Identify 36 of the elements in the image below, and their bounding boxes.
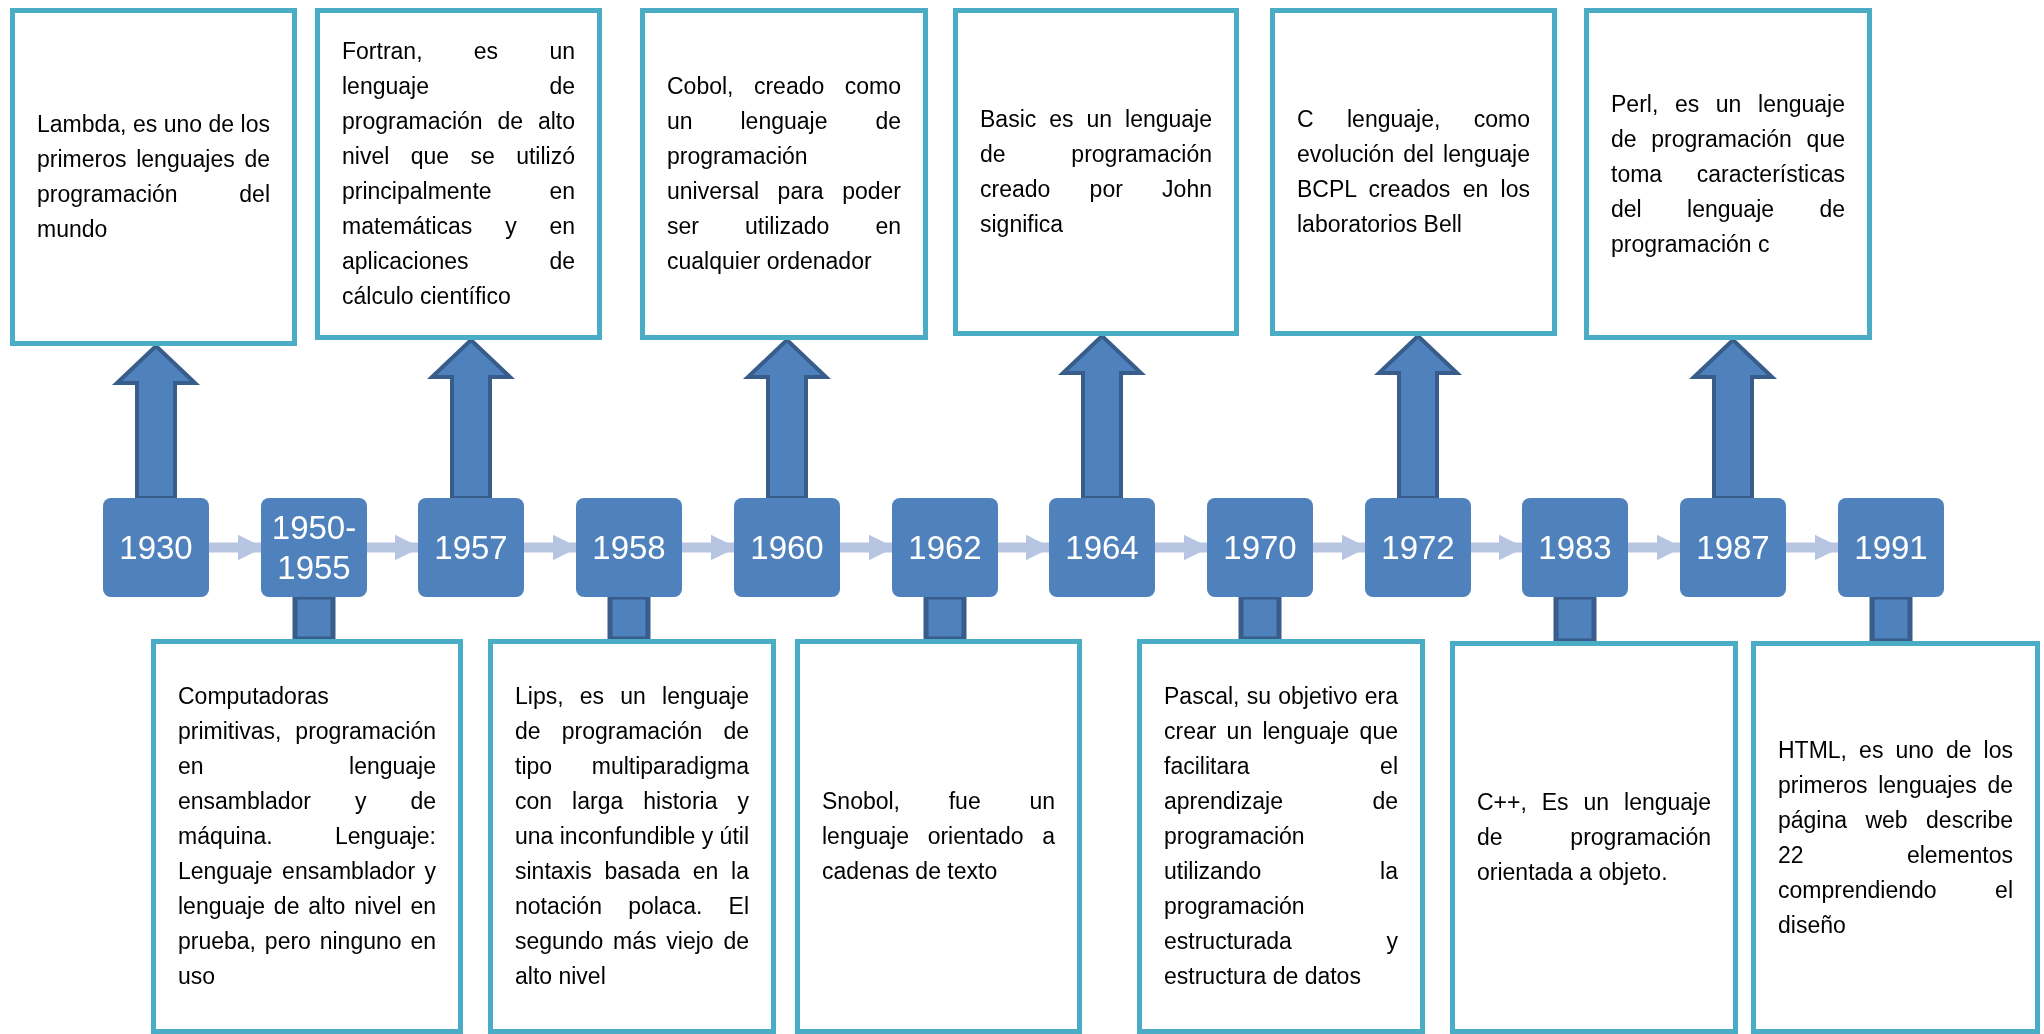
block-arrow bbox=[427, 337, 515, 500]
text-box: C++, Es un lenguaje de programación orientada a objeto. bbox=[1450, 641, 1738, 1034]
year-box: 1957 bbox=[418, 498, 524, 597]
year-box: 1991 bbox=[1838, 498, 1944, 597]
connector-bar bbox=[607, 594, 651, 642]
text-box: Perl, es un lenguaje de programación que toma características del lenguaje de programación c bbox=[1584, 8, 1872, 340]
year-box: 1958 bbox=[576, 498, 682, 597]
year-box: 1983 bbox=[1522, 498, 1628, 597]
text-box: Snobol, fue un lenguaje orientado a cadenas de texto bbox=[795, 639, 1082, 1034]
block-arrow bbox=[743, 337, 831, 500]
year-box: 1930 bbox=[103, 498, 209, 597]
block-arrow bbox=[1374, 333, 1462, 500]
text-box: Pascal, su objetivo era crear un lenguaje que facilitara el aprendizaje de programación utilizando la programación estructurada y estructura de datos bbox=[1137, 639, 1425, 1034]
text-box: HTML, es uno de los primeros lenguajes de página web describe 22 elementos comprendiendo el diseño bbox=[1751, 641, 2040, 1034]
text-box: Lips, es un lenguaje de programación de tipo multiparadigma con larga historia y una inconfundible y útil sintaxis basada en la notación polaca. El segundo más viejo de alto nivel bbox=[488, 639, 776, 1034]
year-box: 1964 bbox=[1049, 498, 1155, 597]
text-box: Basic es un lenguaje de programación creado por John significa bbox=[953, 8, 1239, 336]
year-box: 1970 bbox=[1207, 498, 1313, 597]
block-arrow bbox=[1058, 333, 1146, 500]
block-arrow bbox=[112, 343, 200, 500]
year-box: 1987 bbox=[1680, 498, 1786, 597]
text-box: Computadoras primitivas, programación en lenguaje ensamblador y de máquina. Lenguaje: Lenguaje ensamblador y lenguaje de alto nivel en prueba, pero ninguno en uso bbox=[151, 639, 463, 1034]
block-arrow bbox=[1689, 337, 1777, 500]
connector-bar bbox=[1553, 594, 1597, 644]
year-box: 1962 bbox=[892, 498, 998, 597]
text-box: Cobol, creado como un lenguaje de programación universal para poder ser utilizado en cualquier ordenador bbox=[640, 8, 928, 340]
connector-bar bbox=[1238, 594, 1282, 642]
text-box: C lenguaje, como evolución del lenguaje BCPL creados en los laboratorios Bell bbox=[1270, 8, 1557, 336]
connector-bar bbox=[292, 594, 336, 642]
year-box: 1972 bbox=[1365, 498, 1471, 597]
text-box: Fortran, es un lenguaje de programación de alto nivel que se utilizó principalmente en matemáticas y en aplicaciones de cálculo científico bbox=[315, 8, 602, 340]
year-box: 1950-1955 bbox=[261, 498, 367, 597]
year-box: 1960 bbox=[734, 498, 840, 597]
text-box: Lambda, es uno de los primeros lenguajes de programación del mundo bbox=[10, 8, 297, 346]
connector-bar bbox=[923, 594, 967, 642]
connector-bar bbox=[1869, 594, 1913, 644]
